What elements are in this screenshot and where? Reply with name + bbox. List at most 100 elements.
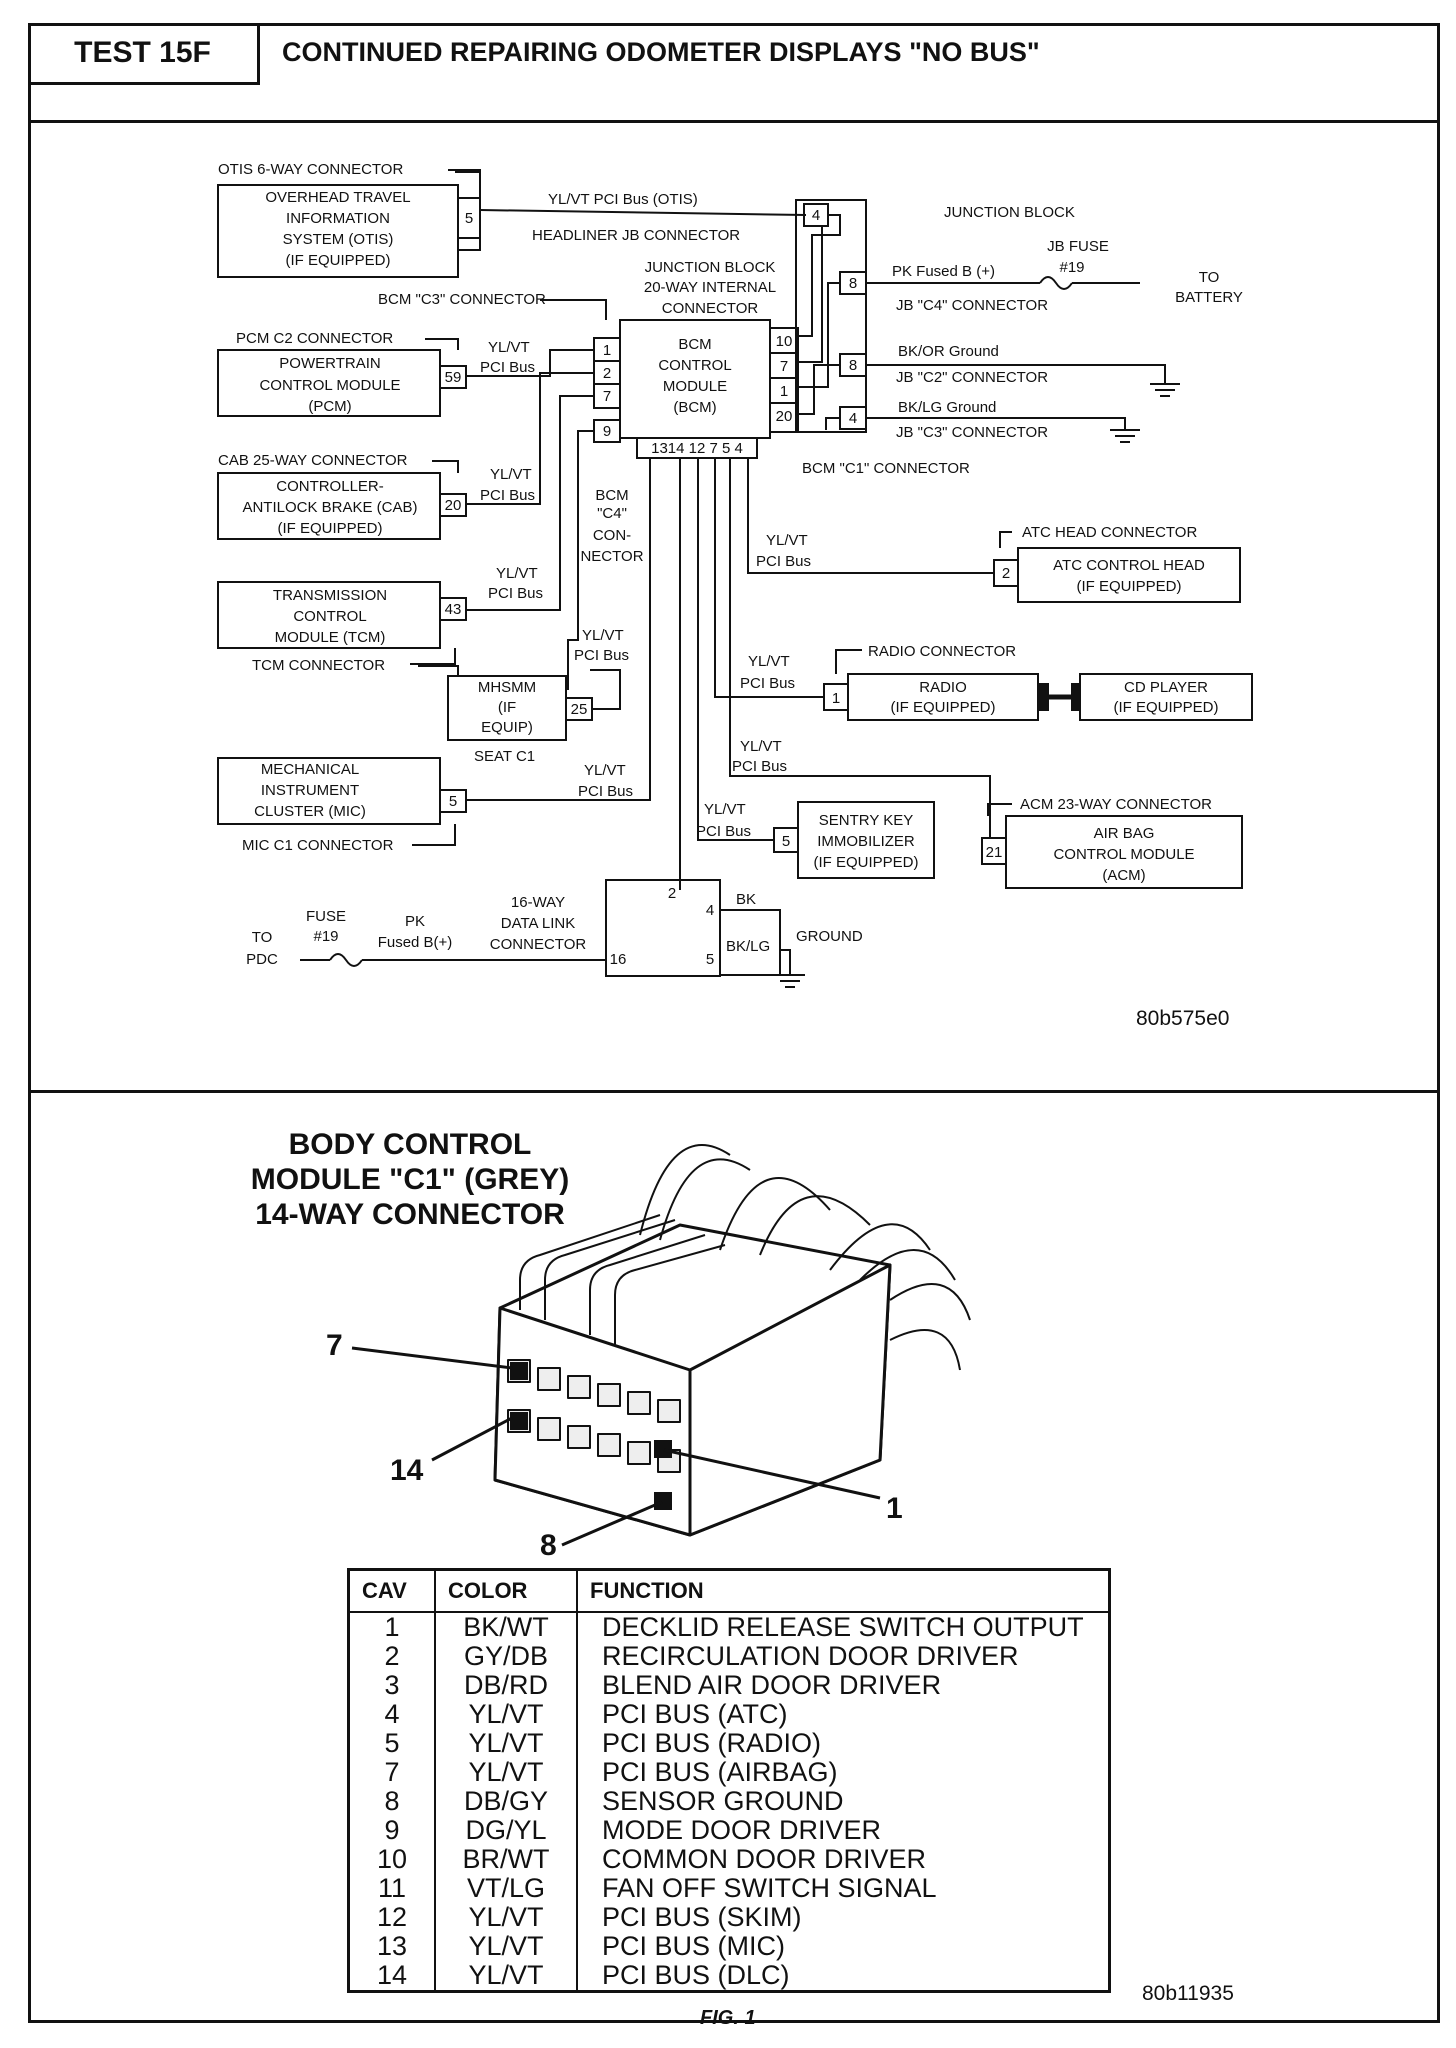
- radio-conn-label: RADIO CONNECTOR: [868, 643, 1016, 660]
- tcm-wire-2: PCI Bus: [488, 585, 543, 602]
- cav-cell: 9: [347, 1816, 436, 1845]
- acm-line-3: (ACM): [1102, 867, 1145, 884]
- connector-title-line-2: MODULE "C1" (GREY): [250, 1163, 570, 1196]
- function-cell: COMMON DOOR DRIVER: [576, 1845, 1111, 1874]
- jb-fuse-1: JB FUSE: [1047, 238, 1109, 255]
- bcm-c3-label: BCM "C3" CONNECTOR: [378, 291, 546, 308]
- header-function: FUNCTION: [576, 1568, 1111, 1613]
- color-cell: BR/WT: [434, 1845, 578, 1874]
- connector-title: BODY CONTROL MODULE "C1" (GREY) 14-WAY C…: [190, 1127, 630, 1232]
- cav-cell: 8: [347, 1787, 436, 1816]
- radio-line-1: RADIO: [919, 679, 967, 696]
- function-cell: PCI BUS (AIRBAG): [576, 1758, 1111, 1787]
- bcm-name-3: MODULE: [663, 378, 727, 395]
- color-cell: GY/DB: [434, 1642, 578, 1671]
- bcm-right-pin-4: 20: [776, 408, 793, 425]
- color-cell: YL/VT: [434, 1729, 578, 1758]
- bcm-left-pin-extra: 9: [603, 423, 611, 440]
- function-cell: FAN OFF SWITCH SIGNAL: [576, 1874, 1111, 1903]
- acm-conn-label: ACM 23-WAY CONNECTOR: [1020, 796, 1212, 813]
- bcm-bottom-pins: 1314 12 7 5 4: [651, 440, 743, 457]
- acm-pin-label: 21: [986, 844, 1003, 861]
- to-battery-1: TO: [1199, 269, 1220, 286]
- diagram-code: 80b575e0: [1136, 1007, 1229, 1030]
- cav-cell: 11: [347, 1874, 436, 1903]
- skim-wire-2: PCI Bus: [696, 823, 751, 840]
- figure-code: 80b11935: [1142, 1982, 1234, 2005]
- cab-pin-label: 20: [445, 497, 462, 514]
- mic-wire-1: YL/VT: [584, 762, 626, 779]
- color-cell: VT/LG: [434, 1874, 578, 1903]
- radio-pin-label: 1: [832, 690, 840, 707]
- function-cell: PCI BUS (MIC): [576, 1932, 1111, 1961]
- section-divider: [28, 1090, 1440, 1093]
- cav-cell: 2: [347, 1642, 436, 1671]
- tcm-wire-1: YL/VT: [496, 565, 538, 582]
- pcm-line-2: CONTROL MODULE: [259, 377, 400, 394]
- tcm-line-2: CONTROL: [293, 608, 366, 625]
- fuse-2: #19: [313, 928, 338, 945]
- bcm-right-pin-2: 7: [780, 358, 788, 375]
- pk-2: Fused B(+): [378, 934, 453, 951]
- figure-caption: FIG. 1: [700, 2007, 756, 2029]
- callout-1: 1: [886, 1492, 903, 1525]
- function-cell: PCI BUS (SKIM): [576, 1903, 1111, 1932]
- pcm-wire-1: YL/VT: [488, 339, 530, 356]
- dlc-line-3: CONNECTOR: [490, 936, 587, 953]
- cab-wire-2: PCI Bus: [480, 487, 535, 504]
- tcm-pin-label: 43: [445, 601, 462, 618]
- otis-line-1: OVERHEAD TRAVEL: [265, 189, 410, 206]
- function-cell: PCI BUS (ATC): [576, 1700, 1111, 1729]
- function-cell: PCI BUS (RADIO): [576, 1729, 1111, 1758]
- dlc-line-1: 16-WAY: [511, 894, 565, 911]
- radio-line-2: (IF EQUIPPED): [890, 699, 995, 716]
- header-color: COLOR: [434, 1568, 578, 1613]
- jb-pin-top: 4: [812, 207, 820, 224]
- otis-line-3: SYSTEM (OTIS): [283, 231, 394, 248]
- test-id: TEST 15F: [28, 23, 260, 85]
- mic-pin-label: 5: [449, 793, 457, 810]
- callout-7: 7: [326, 1329, 343, 1362]
- cab-wire-1: YL/VT: [490, 466, 532, 483]
- bcm-c4-3: CON-: [593, 527, 631, 544]
- dlc-box: [605, 879, 721, 977]
- ground-label: GROUND: [796, 928, 863, 945]
- cav-cell: 14: [347, 1961, 436, 1992]
- mhsmm-line-2: (IF: [498, 699, 516, 716]
- bklg-label: BK/LG: [726, 938, 770, 955]
- color-cell: YL/VT: [434, 1758, 578, 1787]
- acm-line-1: AIR BAG: [1094, 825, 1155, 842]
- acm-wire-1: YL/VT: [740, 738, 782, 755]
- bk-or-label: BK/OR Ground: [898, 343, 999, 360]
- headliner-label: HEADLINER JB CONNECTOR: [532, 227, 740, 244]
- color-cell: DB/RD: [434, 1671, 578, 1700]
- otis-line-4: (IF EQUIPPED): [285, 252, 390, 269]
- cav-cell: 7: [347, 1758, 436, 1787]
- jb-c4-label: JB "C4" CONNECTOR: [896, 297, 1048, 314]
- connector-drawing: 7 14 1 8: [326, 1144, 971, 1560]
- otis-wire-label: YL/VT PCI Bus (OTIS): [548, 191, 698, 208]
- bk-label: BK: [736, 891, 756, 908]
- color-cell: YL/VT: [434, 1700, 578, 1729]
- otis-line-2: INFORMATION: [286, 210, 390, 227]
- dlc-pin-2: 4: [706, 902, 714, 919]
- bcm-left-pin-3: 7: [603, 388, 611, 405]
- otis-conn-label: OTIS 6-WAY CONNECTOR: [218, 161, 403, 178]
- mhsmm-line-3: EQUIP): [481, 719, 533, 736]
- mic-line-2: INSTRUMENT: [261, 782, 359, 799]
- function-cell: PCI BUS (DLC): [576, 1961, 1111, 1992]
- jb-fuse-2: #19: [1059, 259, 1084, 276]
- skim-pin-label: 5: [782, 833, 790, 850]
- cav-cell: 13: [347, 1932, 436, 1961]
- skim-wire-1: YL/VT: [704, 801, 746, 818]
- jb-pin-2: 8: [849, 357, 857, 374]
- connector-title-line-1: BODY CONTROL: [288, 1128, 532, 1161]
- atc-pin-label: 2: [1002, 565, 1010, 582]
